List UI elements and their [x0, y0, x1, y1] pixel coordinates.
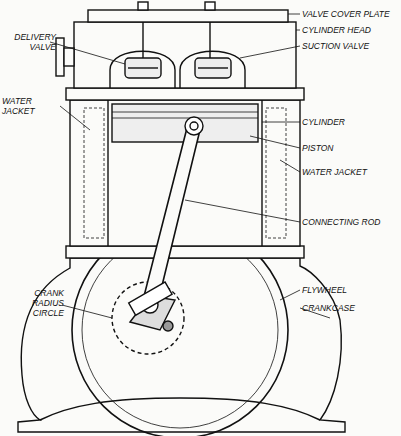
- crankcase-base: [40, 398, 320, 420]
- part-label: PISTON: [302, 143, 400, 153]
- leader-line: [62, 305, 112, 318]
- head-flange: [66, 88, 304, 100]
- piston-ring: [112, 118, 258, 119]
- part-label: SUCTION VALVE: [302, 41, 400, 51]
- crankcase-outline: [18, 258, 345, 432]
- leader-lines: [50, 14, 330, 318]
- delivery-pipe: [64, 48, 74, 66]
- part-label: CONNECTING ROD: [302, 217, 400, 227]
- gudgeon-pin: [185, 117, 203, 135]
- part-label: DELIVERY VALVE: [4, 32, 56, 52]
- valve-plate: [198, 67, 228, 68]
- leader-line: [288, 14, 300, 15]
- leader-line: [250, 136, 300, 148]
- suction-valve-chamber: [180, 51, 245, 88]
- part-label: VALVE COVER PLATE: [302, 9, 400, 19]
- part-label: CRANKCASE: [302, 303, 400, 313]
- crankshaft: [163, 321, 173, 331]
- leader-line: [280, 160, 300, 172]
- leader-line: [240, 46, 300, 58]
- leader-line: [296, 30, 300, 31]
- flywheel-rim: [82, 232, 278, 428]
- delivery-valve: [125, 58, 161, 78]
- leader-line: [262, 122, 300, 123]
- valve-cover-plate: [88, 10, 288, 22]
- bolt: [209, 22, 210, 58]
- connecting-rod: [143, 124, 200, 302]
- bolt: [142, 22, 143, 58]
- leader-line: [280, 290, 300, 300]
- crank-radius-circle: [112, 282, 184, 354]
- crankcase-flange: [66, 246, 304, 258]
- piston-ring: [112, 112, 258, 113]
- suction-valve: [195, 58, 231, 78]
- leader-line: [60, 106, 90, 130]
- leader-line: [185, 200, 300, 222]
- gudgeon-pin-hole: [190, 122, 198, 130]
- cylinder-head: [74, 22, 296, 88]
- leader-line: [50, 42, 125, 64]
- part-label: FLYWHEEL: [302, 285, 400, 295]
- bolt-head: [205, 2, 215, 10]
- part-label: CYLINDER: [302, 117, 400, 127]
- big-end: [129, 282, 172, 315]
- part-label: WATER JACKET: [302, 167, 400, 177]
- bolt-head: [138, 2, 148, 10]
- part-label: WATER JACKET: [2, 96, 62, 116]
- part-label: CRANK RADIUS CIRCLE: [6, 288, 64, 318]
- part-label: CYLINDER HEAD: [302, 25, 400, 35]
- cylinder-wall: [107, 100, 108, 246]
- valve-plate: [128, 67, 158, 68]
